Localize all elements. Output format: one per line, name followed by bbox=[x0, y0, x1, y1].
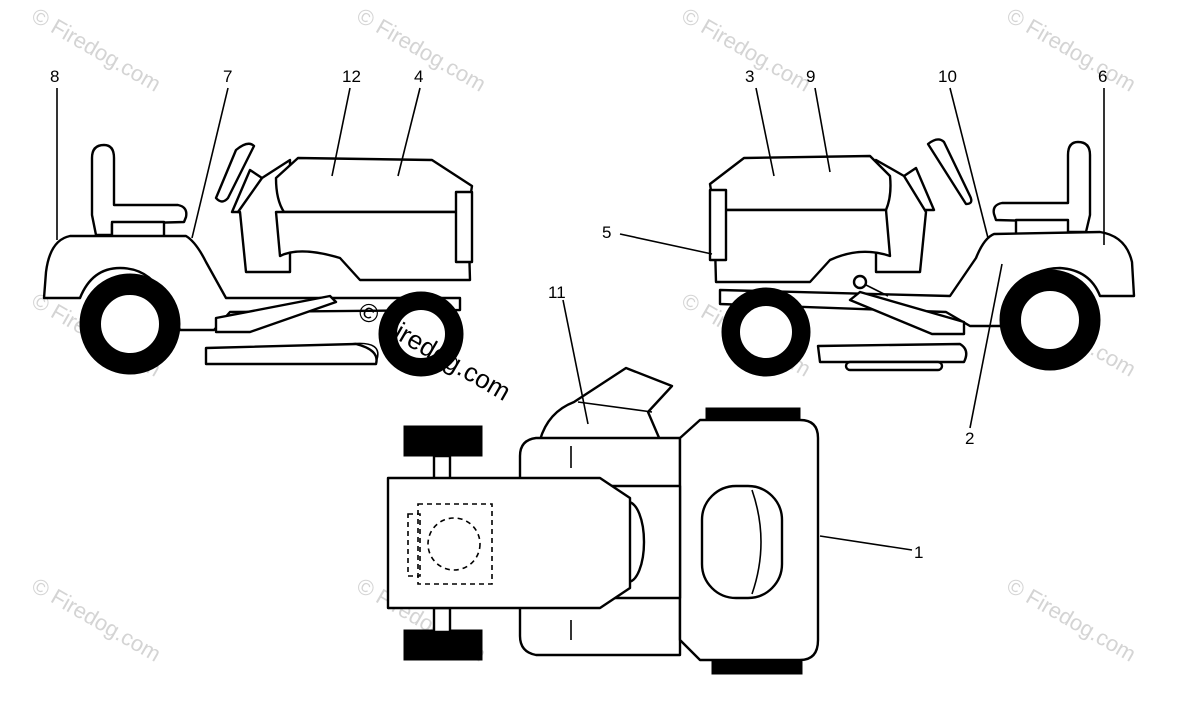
callout-8: 8 bbox=[50, 67, 59, 86]
engine-outline bbox=[417, 503, 493, 585]
seat-top bbox=[700, 484, 784, 600]
leader-9 bbox=[814, 87, 831, 173]
engine-cap bbox=[427, 517, 481, 571]
rear-fender bbox=[718, 230, 1136, 328]
callout-5: 5 bbox=[602, 223, 611, 242]
foot-pedal bbox=[848, 290, 966, 336]
grille bbox=[708, 188, 728, 262]
leader-5 bbox=[619, 233, 713, 255]
lever-knob bbox=[852, 274, 868, 290]
discharge-chute bbox=[538, 366, 674, 442]
grille bbox=[454, 190, 474, 264]
tractor-top-view bbox=[386, 366, 820, 675]
seat bbox=[992, 140, 1092, 234]
watermark: © Firedog.com bbox=[28, 573, 166, 667]
hood-top bbox=[386, 476, 632, 610]
callout-9: 9 bbox=[806, 67, 815, 86]
steering-wheel bbox=[214, 142, 256, 203]
leader-lines bbox=[56, 87, 1105, 551]
front-wheel-top bbox=[403, 425, 483, 457]
callout-labels: 8 7 12 4 3 9 10 6 5 11 2 1 bbox=[50, 67, 1107, 562]
hood-side bbox=[274, 210, 472, 282]
rear-hub bbox=[1019, 289, 1081, 351]
callout-3: 3 bbox=[745, 67, 754, 86]
callout-4: 4 bbox=[414, 67, 423, 86]
leader-2 bbox=[969, 263, 1003, 429]
watermark: © Firedog.com bbox=[1003, 3, 1141, 97]
callout-12: 12 bbox=[342, 67, 361, 86]
leader-4 bbox=[397, 87, 421, 177]
steering-wheel bbox=[926, 138, 973, 206]
watermark: © Firedog.com bbox=[28, 3, 166, 97]
front-axle-stub bbox=[432, 606, 452, 634]
mower-deck bbox=[816, 342, 968, 364]
front-axle-stub bbox=[432, 454, 452, 482]
seat bbox=[90, 143, 188, 237]
hood bbox=[274, 156, 474, 214]
callout-10: 10 bbox=[938, 67, 957, 86]
leader-7 bbox=[191, 87, 229, 239]
deck-skirt bbox=[844, 360, 944, 372]
watermark: © Firedog.com bbox=[1003, 573, 1141, 667]
engine-detail bbox=[407, 513, 421, 577]
front-hub bbox=[395, 308, 447, 360]
chute-edge bbox=[577, 401, 653, 413]
callout-2: 2 bbox=[965, 429, 974, 448]
foot-pedal bbox=[214, 294, 338, 334]
callout-7: 7 bbox=[223, 67, 232, 86]
leader-11 bbox=[562, 299, 589, 425]
tractor-left-side-view bbox=[42, 142, 474, 377]
callout-1: 1 bbox=[914, 543, 923, 562]
front-wheel-bottom bbox=[403, 629, 483, 661]
seat-back-curve bbox=[751, 489, 762, 595]
front-hub bbox=[738, 304, 794, 360]
discharge-chute bbox=[349, 342, 379, 363]
mower-deck bbox=[204, 342, 378, 366]
tractor-right-side-view bbox=[708, 138, 1136, 377]
callout-11: 11 bbox=[548, 283, 566, 302]
leader-3 bbox=[755, 87, 775, 177]
rear-fender bbox=[42, 234, 462, 332]
hood bbox=[708, 154, 892, 212]
hood-side bbox=[712, 208, 892, 284]
callout-6: 6 bbox=[1098, 67, 1107, 86]
leader-1 bbox=[819, 535, 913, 551]
leader-10 bbox=[949, 87, 989, 239]
leader-12 bbox=[331, 87, 351, 177]
rear-hub bbox=[99, 293, 161, 355]
